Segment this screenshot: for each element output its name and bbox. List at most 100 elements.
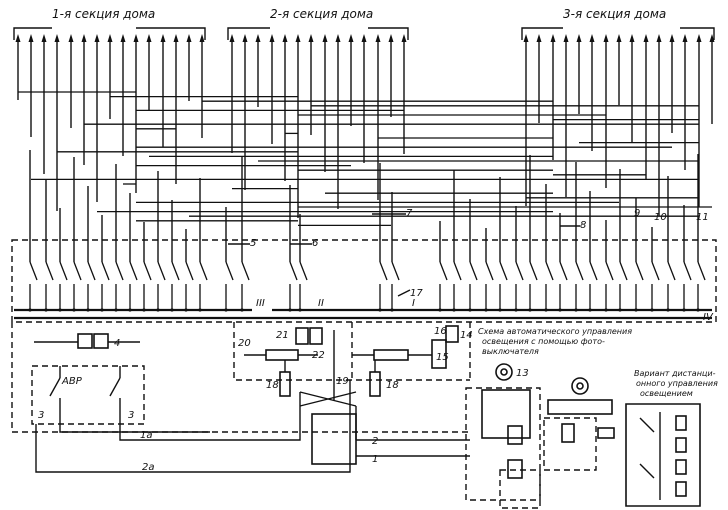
- riser-arrow: [643, 34, 649, 42]
- bus-label-iv: IV: [703, 312, 714, 323]
- switch-blade: [143, 261, 152, 281]
- label-15: 15: [436, 352, 449, 363]
- riser-arrow: [682, 34, 688, 42]
- remote-caption-line-1: Вариант дистанци-: [634, 369, 716, 378]
- switch-blade: [289, 261, 298, 281]
- riser-arrow: [81, 34, 87, 42]
- label-21: 21: [276, 330, 289, 341]
- busbars: [14, 308, 712, 320]
- riser-arrow: [669, 34, 675, 42]
- riser-arrow: [550, 34, 556, 42]
- wiring-harness: [18, 91, 712, 262]
- avr-unit: [31, 333, 145, 425]
- switch-blade: [185, 261, 194, 281]
- switch-blade: [101, 261, 110, 281]
- distribution-board: [11, 239, 717, 433]
- riser-arrow: [28, 34, 34, 42]
- switch-blade: [697, 261, 706, 281]
- terminal-module: [543, 377, 615, 471]
- label-20: 20: [238, 338, 251, 349]
- switch-blade: [171, 261, 180, 281]
- riser-arrow: [54, 34, 60, 42]
- auto-caption-line-2: освещения с помощью фото-: [482, 337, 605, 346]
- bus-label-iii: III: [256, 298, 265, 309]
- riser-arrow: [375, 34, 381, 42]
- riser-arrow: [94, 34, 100, 42]
- switch-blade: [575, 261, 584, 281]
- riser-arrow: [401, 34, 407, 42]
- riser-arrow: [589, 34, 595, 42]
- section-2-title: 2-я секция дома: [270, 7, 373, 21]
- switch-blade: [619, 261, 628, 281]
- switch-blade: [515, 261, 524, 281]
- auto-caption-line-1: Схема автоматического управления: [478, 327, 632, 336]
- riser-arrow: [388, 34, 394, 42]
- riser-arrow: [361, 34, 367, 42]
- bus-label-ii: II: [318, 298, 324, 309]
- label-1a: 1а: [140, 430, 153, 441]
- riser-arrow: [308, 34, 314, 42]
- label-3-left: 3: [38, 410, 44, 421]
- label-3-right: 3: [128, 410, 134, 421]
- label-18-right: 18: [386, 380, 399, 391]
- riser-arrow: [523, 34, 529, 42]
- switch-blade: [439, 261, 448, 281]
- switch-blade: [225, 261, 234, 281]
- label-9: 9: [634, 208, 640, 219]
- riser-arrow: [186, 34, 192, 42]
- riser-arrow: [576, 34, 582, 42]
- riser-arrow: [146, 34, 152, 42]
- label-6: 6: [312, 238, 318, 249]
- riser-arrow: [173, 34, 179, 42]
- riser-arrow: [295, 34, 301, 42]
- feeder-switches: [28, 261, 706, 312]
- remote-caption-line-3: освещением: [640, 389, 693, 398]
- label-8: 8: [580, 220, 586, 231]
- riser-arrow: [68, 34, 74, 42]
- switch-blade: [391, 261, 400, 281]
- remote-caption-line-2: онного управления: [636, 379, 718, 388]
- switch-blade: [73, 261, 82, 281]
- switch-blade: [299, 261, 308, 281]
- switch-blade: [485, 261, 494, 281]
- label-11: 11: [696, 212, 709, 223]
- riser-arrow: [199, 34, 205, 42]
- switch-blade: [559, 261, 568, 281]
- riser-arrow: [120, 34, 126, 42]
- switch-blade: [157, 261, 166, 281]
- riser-arrow: [269, 34, 275, 42]
- section-3-title: 3-я секция дома: [563, 7, 666, 21]
- label-22: 22: [312, 350, 325, 361]
- riser-arrow: [348, 34, 354, 42]
- riser-arrow: [255, 34, 261, 42]
- section-1-title: 1-я секция дома: [52, 7, 155, 21]
- switch-blade: [529, 261, 538, 281]
- switch-blade: [589, 261, 598, 281]
- riser-lines: [15, 34, 715, 218]
- contactor-group-left: [244, 327, 323, 397]
- riser-arrow: [160, 34, 166, 42]
- switch-blade: [29, 261, 38, 281]
- riser-arrow: [629, 34, 635, 42]
- riser-arrow: [616, 34, 622, 42]
- riser-arrow: [229, 34, 235, 42]
- riser-arrow: [133, 34, 139, 42]
- label-1: 1: [372, 454, 378, 465]
- switch-blade: [199, 261, 208, 281]
- label-18-left: 18: [266, 380, 279, 391]
- switch-blade: [45, 261, 54, 281]
- switch-blade: [499, 261, 508, 281]
- switch-blade: [667, 261, 676, 281]
- switch-blade: [241, 261, 250, 281]
- riser-arrow: [603, 34, 609, 42]
- switch-blade: [115, 261, 124, 281]
- switch-blade: [605, 261, 614, 281]
- label-13: 13: [516, 368, 529, 379]
- section-brackets: [13, 27, 715, 40]
- switch-blade: [469, 261, 478, 281]
- riser-arrow: [242, 34, 248, 42]
- switch-blade: [635, 261, 644, 281]
- feeder-cables: [35, 380, 351, 473]
- riser-arrow: [322, 34, 328, 42]
